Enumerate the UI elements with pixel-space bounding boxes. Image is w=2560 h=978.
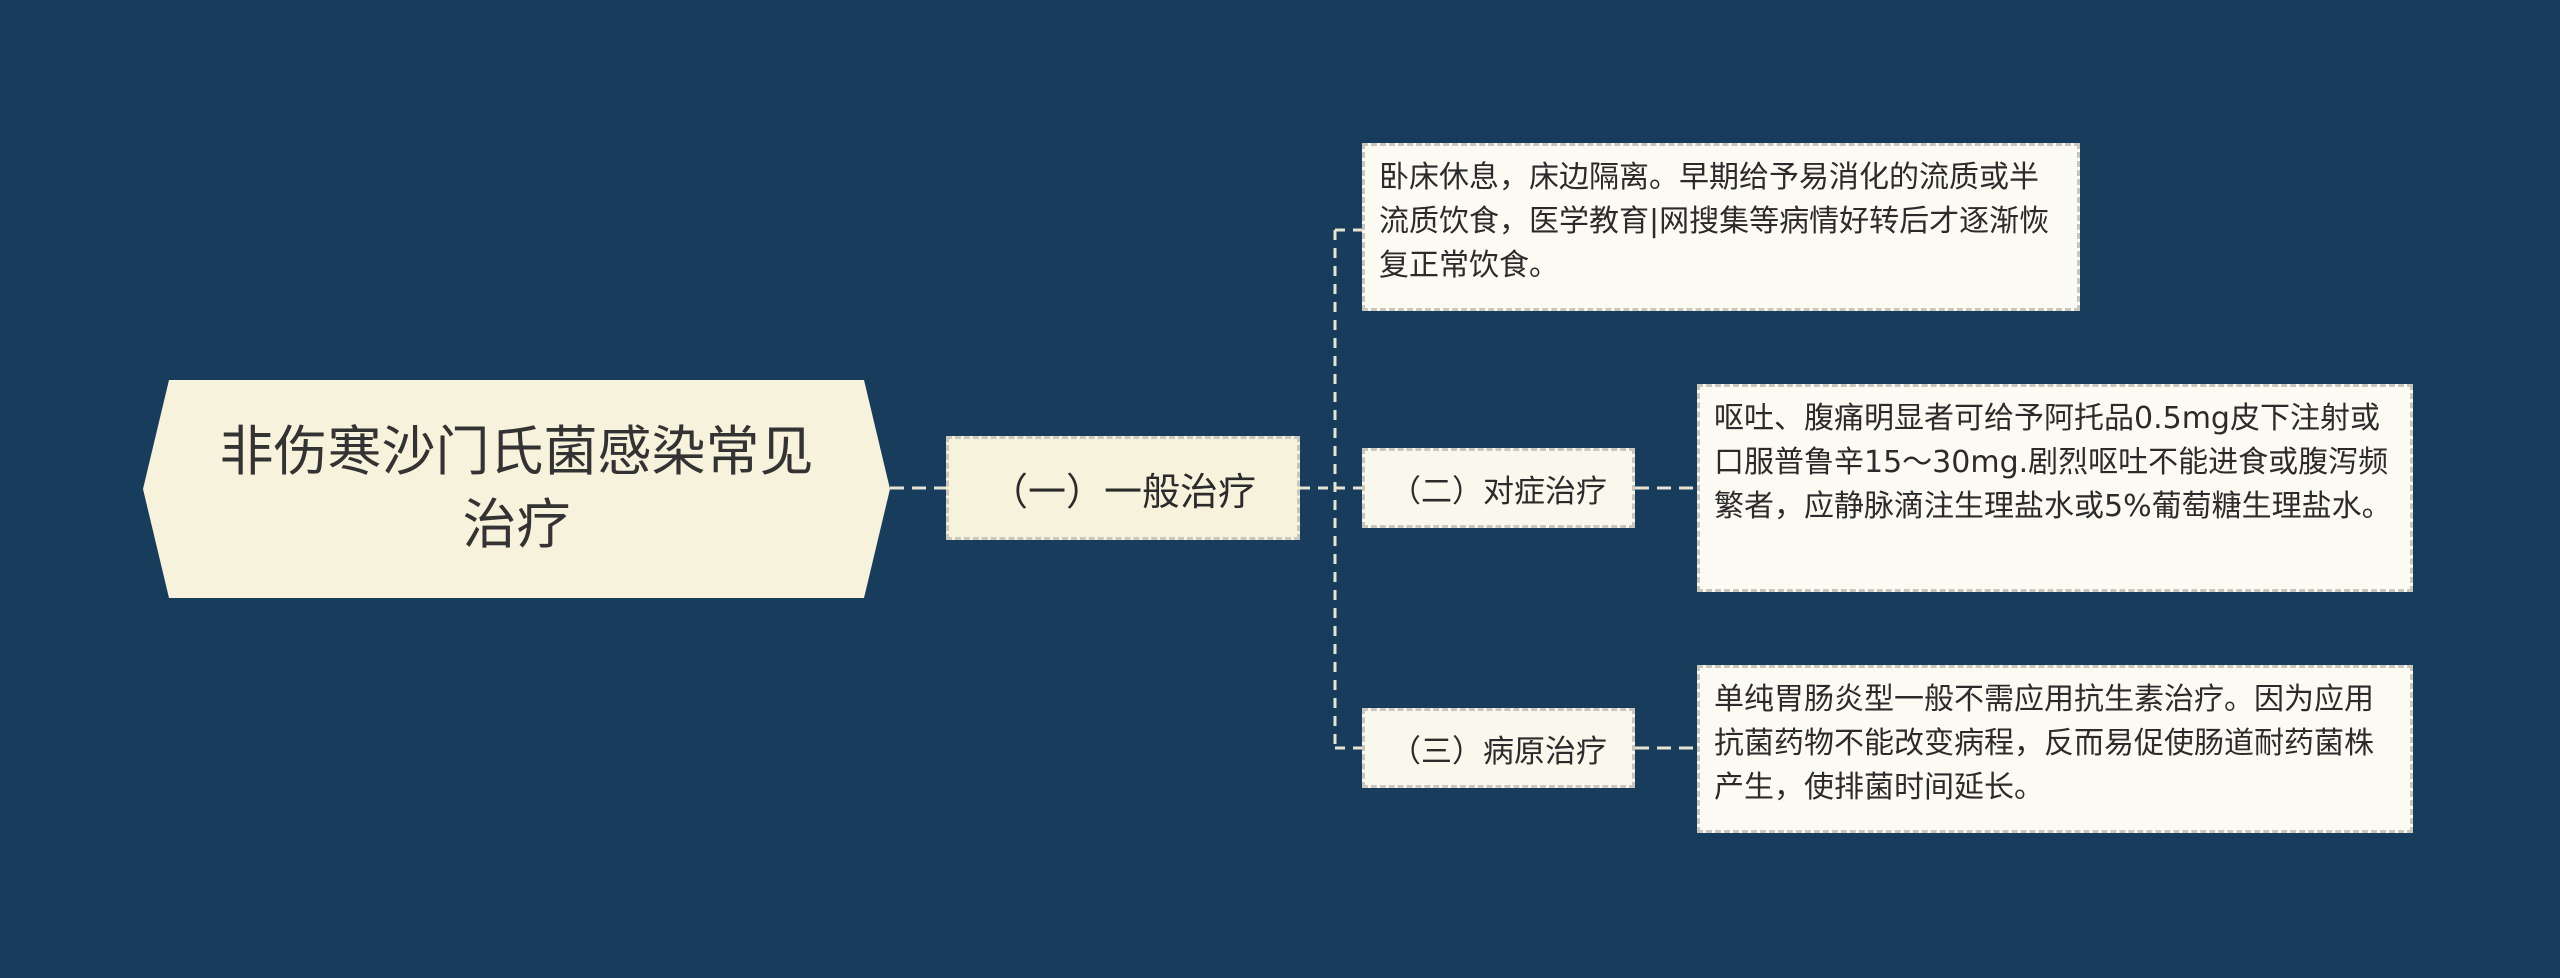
leaf-etiologic-detail[interactable]: 单纯胃肠炎型一般不需应用抗生素治疗。因为应用抗菌药物不能改变病程，反而易促使肠道… <box>1697 665 2413 833</box>
root-title: 非伤寒沙门氏菌感染常见治疗 <box>219 420 814 556</box>
leaf-bed-rest-diet[interactable]: 卧床休息，床边隔离。早期给予易消化的流质或半流质饮食，医学教育|网搜集等病情好转… <box>1362 143 2080 311</box>
branch-etiologic-treatment[interactable]: （三）病原治疗 <box>1362 708 1635 788</box>
leaf-symptomatic-detail[interactable]: 呕吐、腹痛明显者可给予阿托品0.5mg皮下注射或口服普鲁辛15～30mg.剧烈呕… <box>1697 384 2413 592</box>
leaf-bed-rest-diet-text: 卧床休息，床边隔离。早期给予易消化的流质或半流质饮食，医学教育|网搜集等病情好转… <box>1379 160 2050 283</box>
branch-symptomatic-treatment[interactable]: （二）对症治疗 <box>1362 448 1635 528</box>
branch-general-treatment[interactable]: （一）一般治疗 <box>946 436 1300 540</box>
branch-general-treatment-label: （一）一般治疗 <box>989 469 1256 514</box>
leaf-symptomatic-detail-text: 呕吐、腹痛明显者可给予阿托品0.5mg皮下注射或口服普鲁辛15～30mg.剧烈呕… <box>1714 401 2392 524</box>
branch-etiologic-treatment-label: （三）病原治疗 <box>1390 733 1607 770</box>
root-node[interactable]: 非伤寒沙门氏菌感染常见治疗 <box>143 380 890 598</box>
root-node-shape <box>143 380 890 598</box>
branch-symptomatic-treatment-label: （二）对症治疗 <box>1390 473 1607 510</box>
leaf-etiologic-detail-text: 单纯胃肠炎型一般不需应用抗生素治疗。因为应用抗菌药物不能改变病程，反而易促使肠道… <box>1714 682 2374 805</box>
